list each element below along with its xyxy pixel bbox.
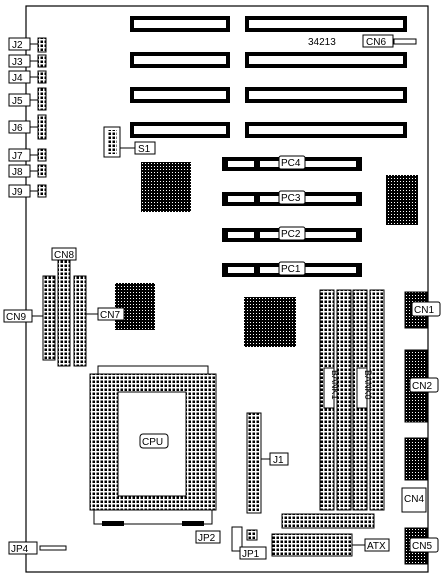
jumper-j5: J5 <box>8 87 47 111</box>
jumper-jp2: JP2 <box>195 526 243 552</box>
jumper-j3: J3 <box>8 54 47 68</box>
svg-text:JP2: JP2 <box>198 533 216 544</box>
pci-slot-pc4: PC4 <box>222 155 362 171</box>
cn4-connector: CN4 <box>401 487 427 513</box>
svg-text:J9: J9 <box>12 187 23 198</box>
cn2-connector: CN2 <box>404 349 439 423</box>
cpu-label: CPU <box>142 437 163 448</box>
chip-upper-left <box>141 162 191 212</box>
jumper-jp1: JP1 <box>239 529 267 560</box>
chip-middle-left <box>115 283 155 330</box>
port-right-middle <box>404 437 428 481</box>
svg-text:JP1: JP1 <box>242 549 260 560</box>
svg-text:J1: J1 <box>273 455 284 466</box>
svg-text:J6: J6 <box>12 123 23 134</box>
pci-slot-pc1: PC1 <box>222 261 362 277</box>
svg-text:J2: J2 <box>12 40 23 51</box>
atx-power-connector: ATX <box>271 533 390 557</box>
jumper-jp4: JP4 <box>8 541 67 555</box>
cpu-socket: CPU <box>89 365 217 526</box>
cn7-label: CN7 <box>86 307 125 321</box>
svg-text:CN9: CN9 <box>6 312 26 323</box>
svg-text:J3: J3 <box>12 57 23 68</box>
header-strip <box>281 513 375 529</box>
bank1-label: BANK1 <box>330 370 340 400</box>
svg-text:CN8: CN8 <box>54 250 74 261</box>
pci-slot-pc2: PC2 <box>222 226 362 242</box>
svg-text:J7: J7 <box>12 151 23 162</box>
s1-dip-switch: S1 <box>103 126 156 158</box>
svg-text:CN6: CN6 <box>366 37 386 48</box>
jumper-j6: J6 <box>8 114 47 140</box>
svg-text:CN2: CN2 <box>412 381 432 392</box>
jumper-j8: J8 <box>8 164 47 178</box>
svg-text:J4: J4 <box>12 73 23 84</box>
cn6-connector: CN6 <box>362 34 417 48</box>
j1-connector: J1 <box>246 412 289 514</box>
cn7-header <box>73 275 87 367</box>
svg-text:CN1: CN1 <box>414 305 434 316</box>
cn8-label: CN8 <box>51 247 77 261</box>
svg-text:CN7: CN7 <box>100 310 120 321</box>
svg-text:CN5: CN5 <box>412 541 432 552</box>
cn9-header <box>42 275 56 361</box>
memory-banks: BANK1 BANK0 <box>319 289 385 511</box>
svg-text:J5: J5 <box>12 96 23 107</box>
chip-center <box>244 297 296 347</box>
svg-text:CN4: CN4 <box>404 494 424 505</box>
svg-text:PC1: PC1 <box>281 264 301 275</box>
svg-text:PC4: PC4 <box>281 158 301 169</box>
isa-slots <box>130 16 407 138</box>
cn9-label: CN9 <box>3 309 43 323</box>
svg-text:PC3: PC3 <box>281 193 301 204</box>
pci-slot-pc3: PC3 <box>222 190 362 206</box>
jumper-j7: J7 <box>8 148 47 162</box>
jumper-j9: J9 <box>8 184 47 198</box>
svg-text:JP4: JP4 <box>11 544 29 555</box>
jumper-j2: J2 <box>8 37 47 53</box>
cn5-connector: CN5 <box>404 527 439 565</box>
jumper-j4: J4 <box>8 70 47 84</box>
board-model-number: 34213 <box>308 37 336 48</box>
svg-text:PC2: PC2 <box>281 229 301 240</box>
cn1-connector: CN1 <box>404 291 441 329</box>
cn8-header <box>57 259 71 367</box>
svg-text:ATX: ATX <box>367 541 386 552</box>
svg-text:J8: J8 <box>12 167 23 178</box>
chip-right <box>386 175 418 225</box>
svg-text:S1: S1 <box>138 144 151 155</box>
bank0-label: BANK0 <box>363 370 373 400</box>
